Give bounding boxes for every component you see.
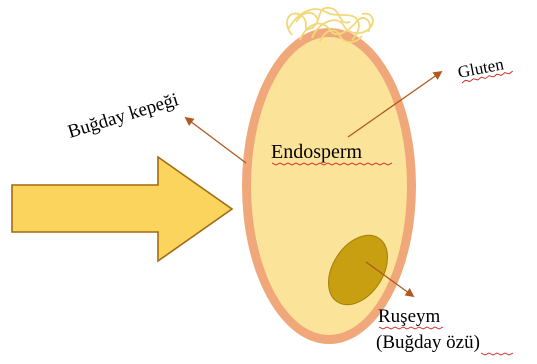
label-bran: Buğday kepeği xyxy=(65,89,181,143)
bran-pointer-arrow xyxy=(186,118,246,163)
input-arrow xyxy=(12,157,232,261)
germ-spellcheck-underline xyxy=(379,327,443,329)
label-endosperm: Endosperm xyxy=(271,141,363,163)
germ-subtitle-spellcheck-underline xyxy=(481,353,513,355)
label-germ-subtitle: (Buğday özü) xyxy=(376,332,480,353)
label-germ: Ruşeym xyxy=(378,306,441,327)
